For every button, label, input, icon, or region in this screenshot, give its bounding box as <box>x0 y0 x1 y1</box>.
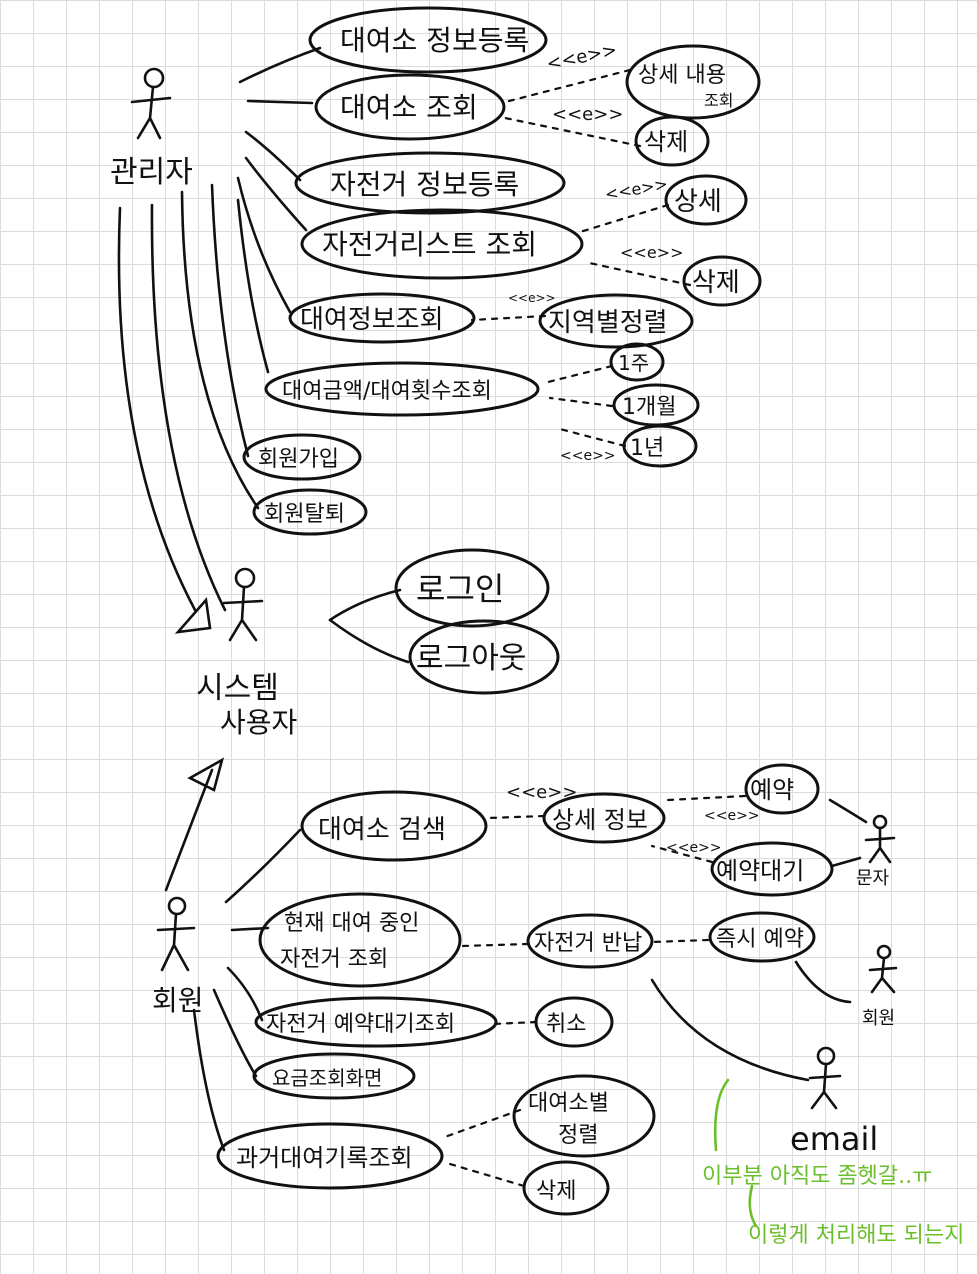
return-member-label: 회원 <box>862 1008 895 1029</box>
note-line-1: 이부분 아직도 좀헷갈..ㅠ <box>702 1164 932 1189</box>
system-user-label-2: 사용자 <box>220 706 297 739</box>
uc-bike-list-view-label: 자전거리스트 조회 <box>322 228 537 261</box>
ext-label-4: <<e>> <box>620 243 683 262</box>
ext-label-5: <<e>> <box>508 291 556 305</box>
uc-current-rental <box>258 892 462 988</box>
uc-rental-info-view-label: 대여정보조회 <box>300 305 444 335</box>
uc-bike-return <box>526 913 654 969</box>
uc-bike-register-label: 자전거 정보등록 <box>330 168 519 201</box>
ext-label-7: <<e>> <box>506 782 577 803</box>
uc-member-join-label: 회원가입 <box>258 447 339 472</box>
uc-reserve-label: 예약 <box>750 776 794 804</box>
uc-sort-by-shop-label-2: 정렬 <box>558 1123 598 1148</box>
uc-current-rental-label-2: 자전거 조회 <box>280 947 388 972</box>
ext-label-8: <<e>> <box>704 808 760 824</box>
uc-instant-reserve <box>708 911 816 963</box>
member-actor <box>156 896 196 972</box>
uc-history-delete <box>522 1160 610 1216</box>
ext-label-9: <<e>> <box>666 840 722 856</box>
uc-member-join <box>242 433 362 481</box>
uc-member-leave <box>252 488 368 536</box>
uc-bike-detail <box>664 174 748 226</box>
ext-label-1: <<e>> <box>545 40 619 75</box>
uc-login <box>394 548 550 628</box>
uc-period-week <box>609 342 665 382</box>
uc-rental-shop-view-label: 대여소 조회 <box>340 91 478 124</box>
uc-fee-view-label: 요금조회화면 <box>272 1066 382 1090</box>
uc-period-week-label: 1주 <box>618 351 649 375</box>
uc-past-rental-view <box>216 1122 444 1190</box>
uc-shop-delete-label: 삭제 <box>644 128 688 156</box>
system-user-actor <box>222 567 264 642</box>
waiting-member-actor <box>864 814 896 864</box>
uc-shop-search-label: 대여소 검색 <box>318 815 446 845</box>
uc-logout <box>408 619 560 695</box>
uc-logout-label: 로그아웃 <box>416 641 526 676</box>
uc-fee-view <box>252 1052 416 1100</box>
ext-label-2: <<e>> <box>552 104 623 125</box>
uc-shop-detail-label-1: 상세 내용 <box>638 63 726 88</box>
uc-bike-delete <box>682 255 762 307</box>
uc-region-sort <box>538 293 694 349</box>
uc-login-label: 로그인 <box>416 570 504 608</box>
uc-reserve-wait <box>710 841 834 897</box>
member-actor-label: 회원 <box>152 984 204 1017</box>
uc-bike-reserve-wait-view <box>254 996 498 1048</box>
uc-rental-amount-view <box>264 361 540 417</box>
uc-shop-detail-label-2: 조회 <box>704 91 733 110</box>
system-user-label-1: 시스템 <box>196 671 279 706</box>
uc-sort-by-shop <box>512 1074 656 1158</box>
uc-member-leave-label: 회원탈퇴 <box>264 502 345 527</box>
uc-period-month-label: 1개월 <box>622 395 676 420</box>
uc-shop-search <box>300 790 488 862</box>
uc-rental-shop-register <box>308 6 548 74</box>
uc-bike-list-view <box>300 208 584 280</box>
uc-rental-shop-view <box>314 73 506 141</box>
uc-bike-delete-label: 삭제 <box>692 268 740 298</box>
waiting-member-label: 문자 <box>856 868 890 889</box>
uc-reserve <box>744 763 820 815</box>
ext-label-3: <<e>> <box>603 174 669 204</box>
ext-label-6: <<e>> <box>560 448 616 464</box>
uc-detail-info <box>542 792 666 844</box>
uc-shop-delete <box>634 115 710 167</box>
uc-bike-register <box>294 151 566 215</box>
return-member-actor <box>868 944 898 994</box>
uc-rental-shop-register-label: 대여소 정보등록 <box>340 24 529 57</box>
uc-detail-info-label: 상세 정보 <box>552 806 648 834</box>
uc-sort-by-shop-label-1: 대여소별 <box>528 1091 609 1116</box>
note-line-2: 이렇게 처리해도 되는지 <box>748 1223 964 1248</box>
email-actor-label: email <box>790 1120 878 1158</box>
uc-bike-return-label: 자전거 반납 <box>534 931 642 956</box>
uc-instant-reserve-label: 즉시 예약 <box>716 927 804 952</box>
uc-shop-detail <box>625 44 761 120</box>
uc-region-sort-label: 지역별정렬 <box>548 308 668 338</box>
uc-rental-info-view <box>288 292 476 344</box>
uc-bike-reserve-wait-view-label: 자전거 예약대기조회 <box>266 1012 455 1037</box>
admin-actor <box>130 67 172 140</box>
email-actor <box>808 1046 842 1110</box>
uc-rental-amount-view-label: 대여금액/대여횟수조회 <box>282 379 492 404</box>
uc-current-rental-label-1: 현재 대여 중인 <box>284 911 419 936</box>
uc-reserve-wait-label: 예약대기 <box>716 857 804 885</box>
uc-bike-detail-label: 상세 <box>674 187 722 217</box>
uc-history-delete-label: 삭제 <box>536 1179 576 1204</box>
admin-actor-label: 관리자 <box>110 155 193 190</box>
uc-past-rental-view-label: 과거대여기록조회 <box>236 1144 413 1172</box>
uc-cancel-label: 취소 <box>546 1012 586 1037</box>
uc-period-year-label: 1년 <box>630 436 664 461</box>
